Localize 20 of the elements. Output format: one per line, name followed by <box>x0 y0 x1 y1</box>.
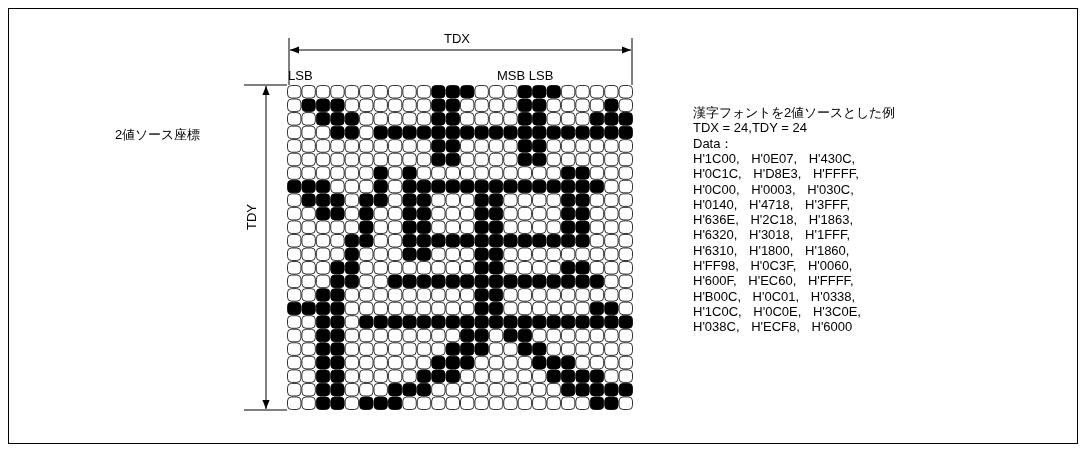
data-line: H'0C1C, H'D8E3, H'FFFF, <box>693 166 859 182</box>
data-line: H'1C0C, H'0C0E, H'3C0E, <box>693 303 861 319</box>
data-line: H'0140, H'4718, H'3FFF, <box>693 196 851 212</box>
data-heading: Data： <box>693 135 734 151</box>
dimension-label: TDY <box>244 204 259 230</box>
bit-order-label: MSB LSB <box>497 68 554 83</box>
data-line: H'038C, H'ECF8, H'6000 <box>693 319 853 335</box>
data-line: H'636E, H'2C18, H'1863, <box>693 212 854 228</box>
size-note: TDX = 24,TDY = 24 <box>693 120 807 136</box>
example-heading: 漢字フォントを2値ソースとした例 <box>693 105 896 120</box>
data-line: H'FF98, H'0C3F, H'0060, <box>693 258 853 273</box>
data-line: H'6320, H'3018, H'1FFF, <box>693 227 851 243</box>
bit-order-label: LSB <box>288 68 313 83</box>
data-line: H'6310, H'1800, H'1860, <box>693 242 850 258</box>
data-line: H'1C00, H'0E07, H'430C, <box>693 150 856 166</box>
coordinate-label: 2値ソース座標 <box>115 127 201 142</box>
data-line: H'0C00, H'0003, H'030C, <box>693 181 854 197</box>
dimension-label: TDX <box>444 31 470 46</box>
data-line: H'600F, H'EC60, H'FFFF, <box>693 273 854 289</box>
data-line: H'B00C, H'0C01, H'0338, <box>693 288 856 304</box>
